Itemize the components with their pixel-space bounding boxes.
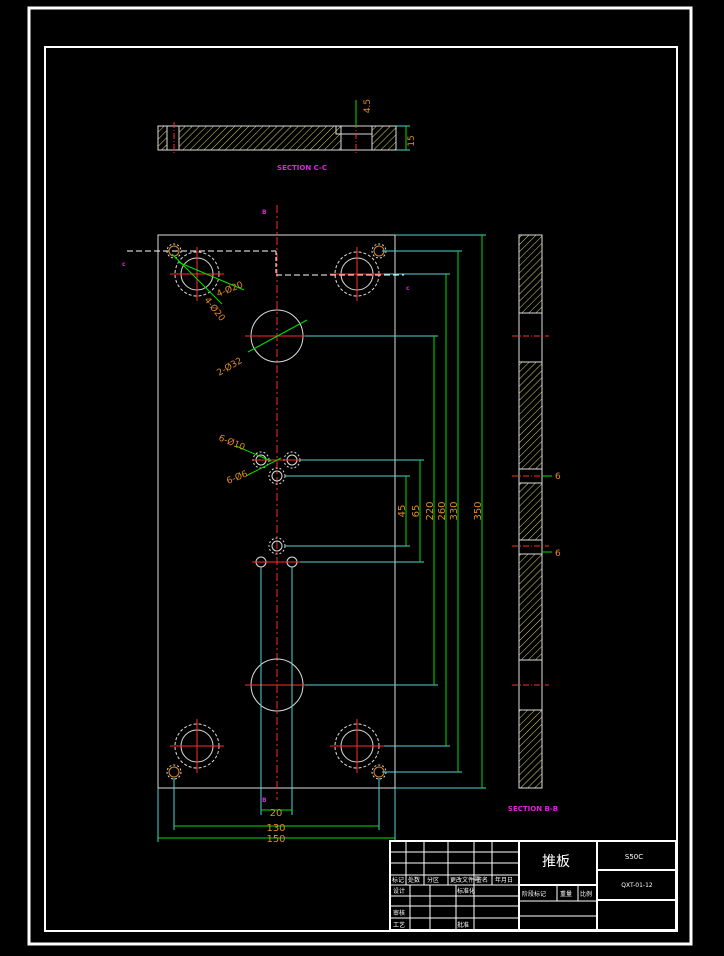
cut-mark-b-bottom: B — [262, 797, 267, 804]
tb-row-label-0: 标记 — [392, 876, 404, 884]
bb-dim-lower: 6 — [555, 549, 561, 559]
tb-process-label: 工艺 — [393, 921, 405, 929]
tb-weight-label: 重量 — [560, 890, 572, 898]
dim-260: 260 — [437, 501, 448, 520]
tb-material: S50C — [625, 853, 643, 861]
tb-approve-label: 批准 — [457, 921, 469, 929]
tb-stage-label: 阶段标记 — [522, 890, 546, 898]
dim-inner-width: 130 — [266, 823, 285, 834]
section-bb-view: 6 6 SECTION B-B — [508, 234, 561, 813]
dim-pitch: 20 — [270, 808, 283, 819]
dim-350: 350 — [473, 501, 484, 520]
section-cc-view: 15 4.5 SECTION C-C — [157, 99, 417, 172]
tb-standard-label: 标准化 — [457, 887, 475, 895]
dim-330: 330 — [449, 501, 460, 520]
title-block — [389, 840, 677, 931]
label-4-phi20-a: 4-Ø20 — [215, 279, 245, 300]
cc-dim-depth: 4.5 — [363, 99, 373, 113]
label-6-phi10: 6-Ø10 — [217, 433, 247, 454]
cut-mark-c-right: c — [406, 285, 410, 292]
label-2-phi32: 2-Ø32 — [215, 355, 244, 378]
tb-review-label: 审核 — [393, 909, 405, 917]
tb-row-label-3: 更改文件号 — [450, 876, 480, 884]
dim-220: 220 — [425, 501, 436, 520]
plan-view: 45 65 220 260 330 350 20 130 150 4-Ø20 4… — [122, 205, 486, 845]
label-6-phi6: 6-Ø6 — [225, 468, 250, 486]
dim-overall-width: 150 — [266, 834, 285, 845]
tb-row-label-5: 年月日 — [495, 876, 513, 884]
inner-frame — [44, 46, 678, 932]
tb-drawing-no: QXT-01-12 — [621, 882, 653, 889]
section-bb-title: SECTION B-B — [508, 805, 558, 813]
dim-65: 65 — [411, 505, 422, 518]
cut-mark-b-top: B — [262, 209, 267, 216]
tb-design-label: 设计 — [393, 887, 405, 895]
label-4-phi20-b: 4-Ø20 — [202, 295, 228, 324]
tb-scale-label: 比例 — [580, 890, 592, 898]
tb-row-label-1: 处数 — [408, 876, 420, 884]
tb-row-label-2: 分区 — [427, 876, 439, 884]
cc-dim-thickness: 15 — [407, 135, 417, 146]
tb-row-label-4: 签名 — [476, 876, 488, 884]
dim-45: 45 — [397, 505, 408, 518]
tb-part-name: 推板 — [542, 854, 570, 870]
bb-dim-upper: 6 — [555, 472, 561, 482]
cut-mark-c-left: c — [122, 261, 126, 268]
outer-frame — [27, 6, 693, 946]
section-cc-title: SECTION C-C — [277, 164, 327, 172]
